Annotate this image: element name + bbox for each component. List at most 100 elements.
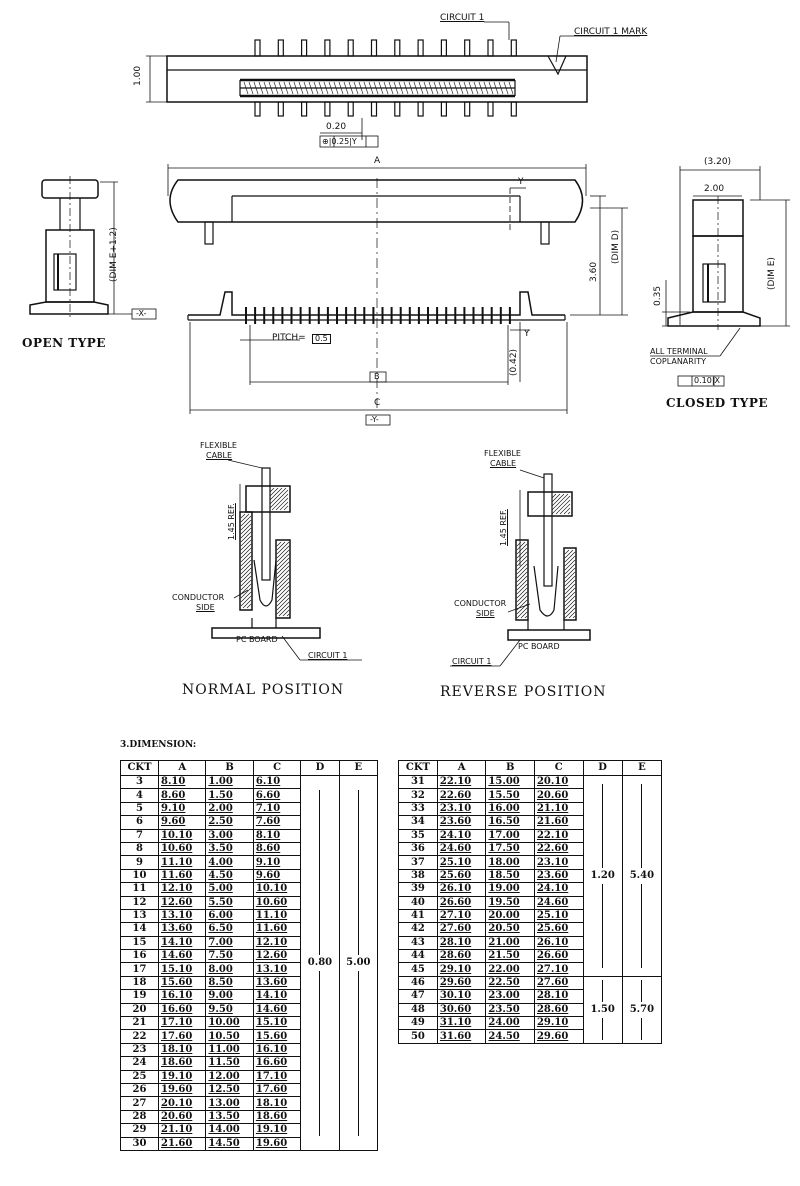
table-cell: 10.00 (205, 1016, 254, 1031)
table-cell: 31.60 (436, 1029, 487, 1044)
table-cell: 8.60 (157, 788, 207, 803)
table-cell: 27.60 (533, 975, 584, 991)
table-cell: 16.10 (157, 989, 207, 1004)
table-cell: 26.60 (533, 949, 584, 964)
table-cell: 10.60 (157, 841, 207, 857)
table-cell: 29.10 (436, 962, 487, 977)
table-cell: 19.10 (252, 1123, 302, 1138)
table-cell: 17.10 (157, 1016, 207, 1031)
table-cell: 22.60 (436, 788, 487, 803)
table-cell: 6.10 (252, 774, 302, 790)
table-cell: 5 (120, 801, 159, 817)
table-cell: 21.10 (157, 1123, 207, 1138)
merged-value-cell: 5.70 (621, 975, 663, 1044)
table-cell: 39 (398, 882, 438, 897)
table-cell: 12.10 (157, 882, 207, 897)
normal-position-view (211, 459, 362, 661)
table-cell: 15.10 (252, 1016, 302, 1031)
table-cell: 2.50 (205, 815, 254, 830)
table-cell: 3.50 (205, 841, 254, 857)
table-cell: 18.50 (485, 868, 535, 884)
table-cell: 38 (398, 868, 438, 884)
table-cell: 5.00 (205, 882, 254, 897)
table-cell: 22.10 (436, 774, 487, 790)
table-cell: 18.60 (157, 1056, 207, 1071)
table-cell: 22.00 (485, 962, 535, 977)
conductor-label-reverse: CONDUCTOR (454, 599, 507, 608)
table-cell: 29.60 (533, 1029, 584, 1044)
table-cell: 33 (398, 801, 438, 817)
table-cell: 1.50 (205, 788, 254, 803)
table-cell: 23.60 (436, 815, 487, 830)
table-cell: 44 (398, 949, 438, 964)
table-cell: 13.00 (205, 1096, 254, 1111)
table-cell: 25.60 (533, 922, 584, 937)
dim-1-00: 1.00 (133, 65, 143, 86)
table-cell: 7.10 (252, 801, 302, 817)
merged-value-cell: 5.00 (338, 775, 379, 1151)
table-cell: 17.60 (157, 1029, 207, 1044)
table-cell: 25.10 (436, 855, 487, 870)
table-cell: 15.50 (485, 788, 535, 803)
dim-e: (DIM E) (767, 257, 777, 290)
table-cell: 11 (120, 882, 159, 897)
column-header: CKT (398, 760, 438, 776)
table-cell: 14.50 (205, 1136, 254, 1151)
table-cell: 28 (120, 1109, 159, 1125)
table-cell: 13.10 (157, 908, 207, 924)
table-cell: 40 (398, 895, 438, 910)
table-cell: 25.10 (533, 908, 584, 924)
table-cell: 27 (120, 1096, 159, 1111)
table-cell: 18.60 (252, 1109, 302, 1125)
table-cell: 20.60 (533, 788, 584, 803)
table-cell: 12.10 (252, 935, 302, 951)
table-cell: 29.10 (533, 1016, 584, 1031)
table-cell: 11.60 (252, 922, 302, 937)
section-title: 3.DIMENSION: (120, 740, 197, 750)
side-label-reverse: SIDE (476, 609, 495, 618)
column-header: B (485, 760, 535, 776)
table-cell: 27.10 (436, 908, 487, 924)
table-cell: 19.00 (485, 882, 535, 897)
table-cell: 27.10 (533, 962, 584, 977)
dim-0-35: 0.35 (653, 285, 663, 306)
datum-y-bottom: -Y- (370, 415, 379, 424)
dim-2-00: 2.00 (704, 184, 725, 194)
table-cell: 30.10 (436, 989, 487, 1004)
merged-value-cell: 5.40 (621, 775, 663, 977)
table-cell: 20.10 (157, 1096, 207, 1111)
table-cell: 7 (120, 828, 159, 843)
table-cell: 32 (398, 788, 438, 803)
table-cell: 14.00 (205, 1123, 254, 1138)
merged-value-cell: 1.50 (582, 975, 623, 1044)
table-cell: 31 (398, 774, 438, 790)
table-cell: 41 (398, 908, 438, 924)
table-cell: 24.50 (485, 1029, 535, 1044)
table-cell: 19.60 (252, 1136, 302, 1151)
reverse-position-view (450, 469, 591, 667)
table-cell: 24 (120, 1056, 159, 1071)
table-cell: 25.60 (436, 868, 487, 884)
table-cell: 42 (398, 922, 438, 937)
table-cell: 15 (120, 935, 159, 951)
table-cell: 21.00 (485, 935, 535, 951)
dim-c: C (374, 398, 381, 408)
table-cell: 15.00 (485, 774, 535, 790)
table-cell: 20.00 (485, 908, 535, 924)
table-cell: 16 (120, 949, 159, 964)
table-cell: 11.10 (252, 908, 302, 924)
